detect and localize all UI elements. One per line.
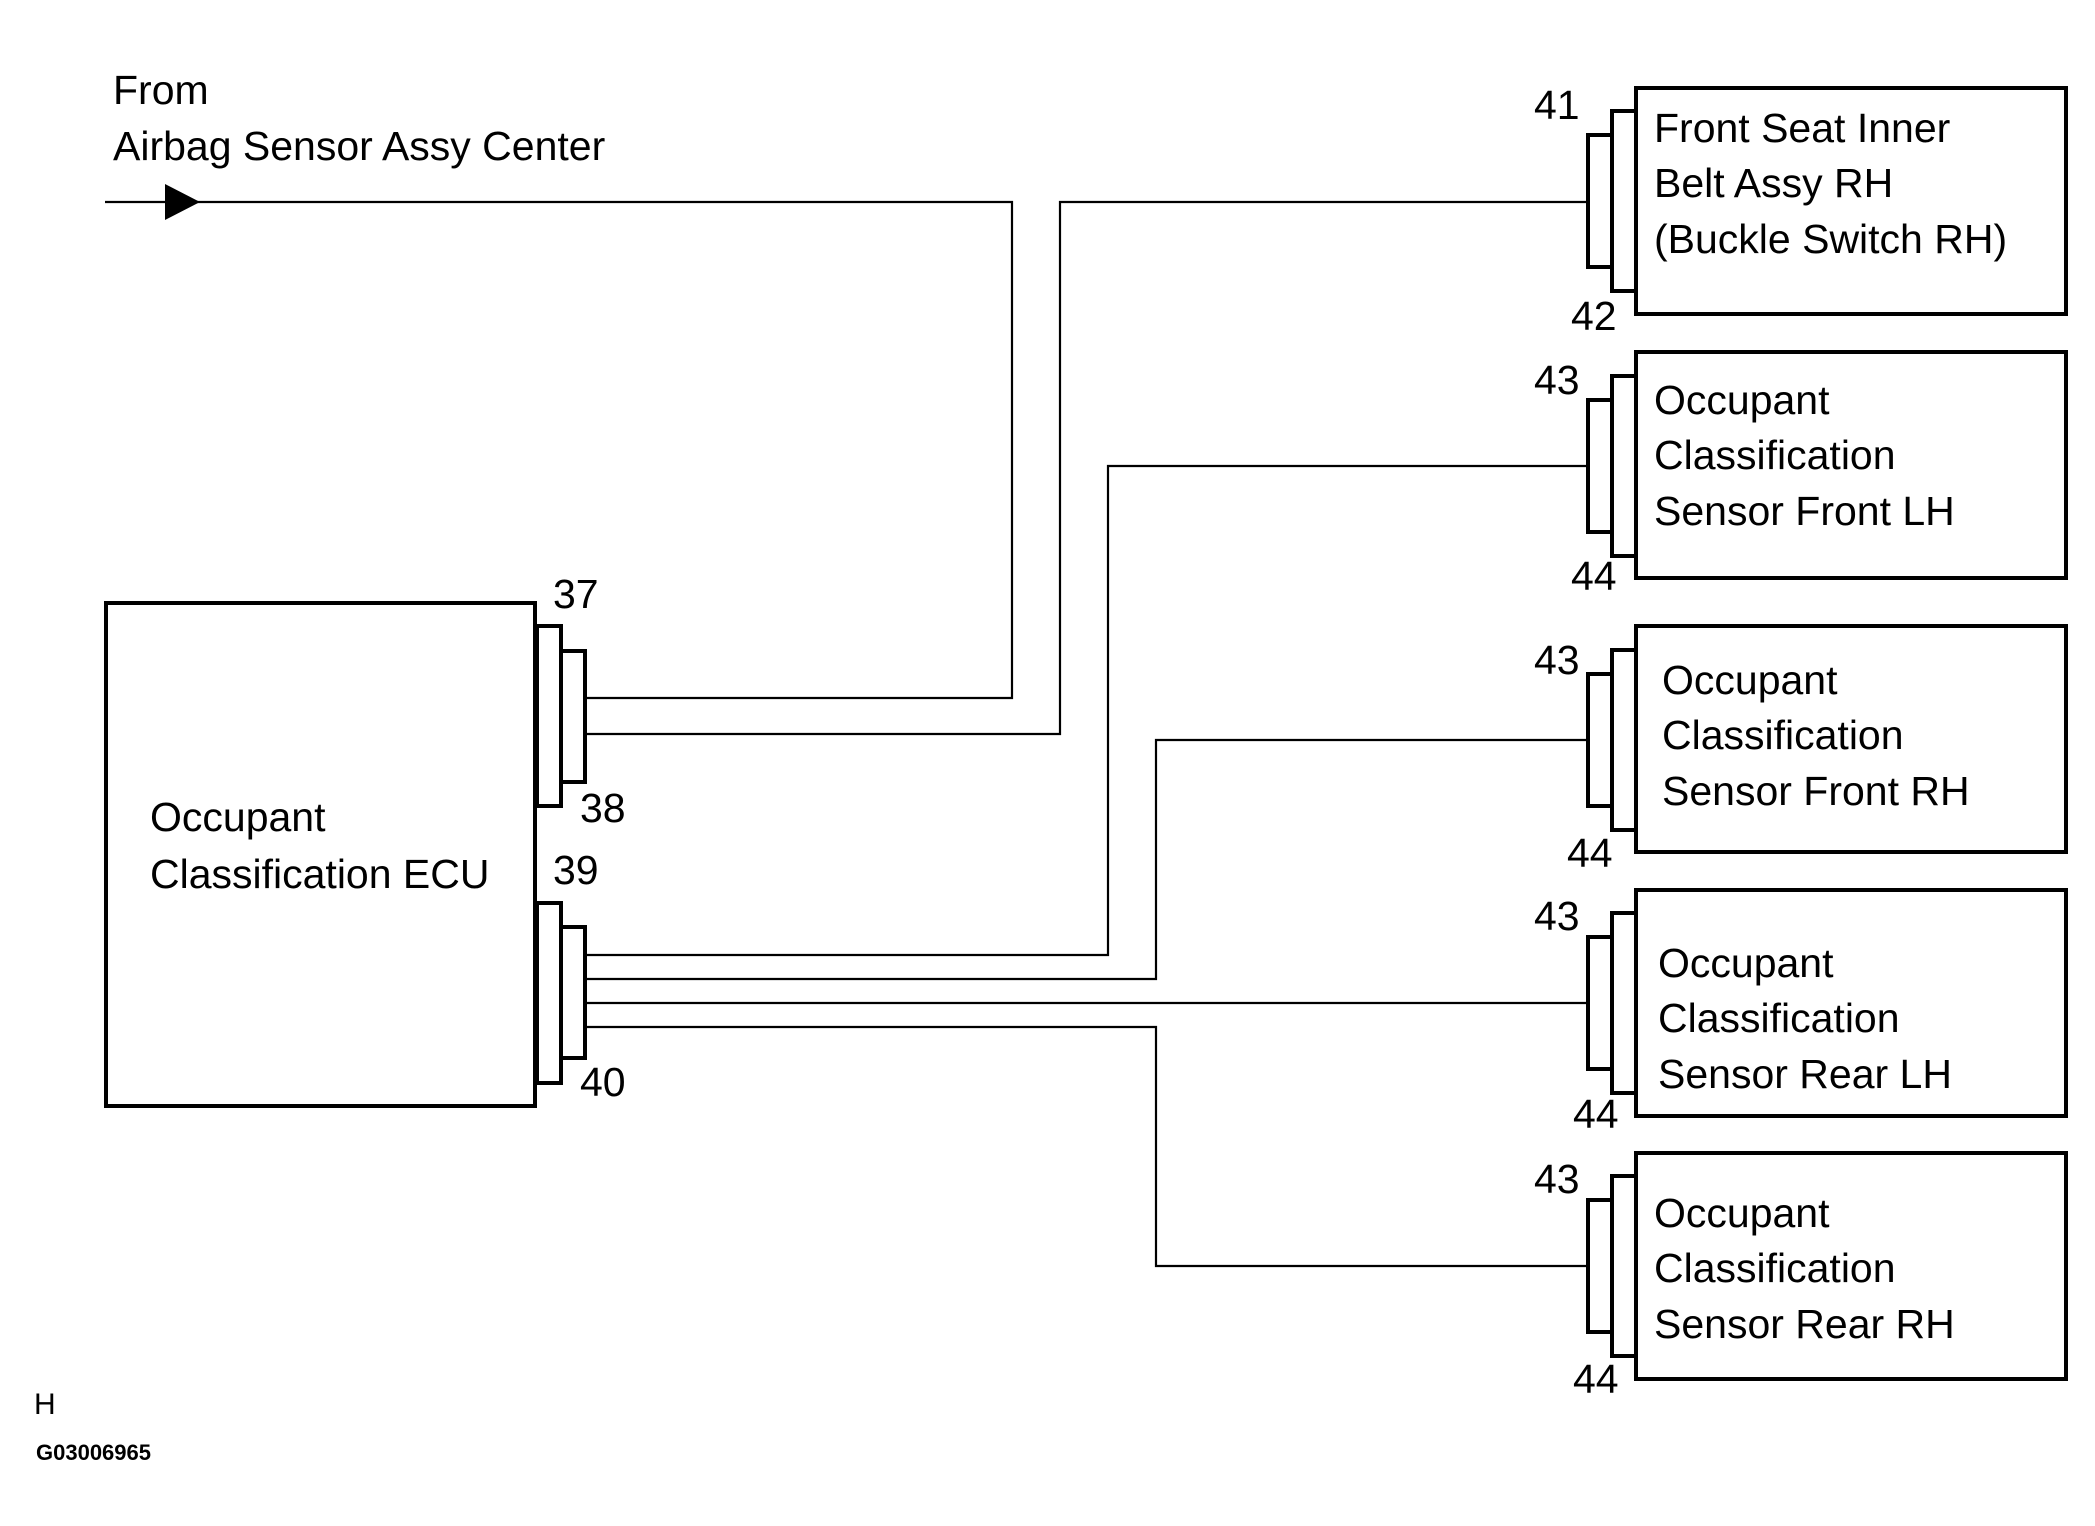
component-label-line1: Occupant — [1654, 377, 1830, 423]
component-box — [1634, 350, 2068, 580]
ecu-box — [104, 601, 537, 1108]
pin-38: 38 — [580, 785, 626, 831]
footer-letter: H — [34, 1388, 56, 1421]
wire-front-rh-to-ecu — [584, 738, 1588, 981]
pin-39: 39 — [553, 847, 599, 893]
ecu-connector-lower — [535, 901, 587, 1085]
component-sensor-rear-lh: Occupant Classification Sensor Rear LH 4… — [1534, 888, 2068, 1137]
wire-front-lh-to-ecu — [584, 464, 1588, 957]
component-label-line2: Classification — [1654, 432, 1896, 478]
connector-plug — [1610, 648, 1638, 832]
connector-plug — [1610, 911, 1638, 1095]
pin-44: 44 — [1573, 1091, 1619, 1137]
component-label-line3: Sensor Front LH — [1654, 488, 1955, 534]
component-box — [1634, 624, 2068, 854]
component-label-line3: Sensor Rear LH — [1658, 1051, 1952, 1097]
pin-42: 42 — [1571, 293, 1617, 339]
component-sensor-rear-rh: Occupant Classification Sensor Rear RH 4… — [1534, 1151, 2068, 1402]
component-label-line1: Occupant — [1654, 1190, 1830, 1236]
wire-rear-rh-to-ecu — [584, 1025, 1588, 1268]
connector-plug — [559, 925, 587, 1060]
component-label-line1: Occupant — [1658, 940, 1834, 986]
connector-housing — [535, 901, 563, 1085]
arrow-right-icon — [165, 184, 200, 220]
pin-44: 44 — [1567, 830, 1613, 876]
ecu-connector-upper — [535, 624, 587, 808]
connector-housing — [535, 624, 563, 808]
ecu-label-line1: Occupant — [150, 794, 326, 840]
connector-plug — [1610, 1174, 1638, 1358]
component-label-line1: Front Seat Inner — [1654, 105, 1950, 151]
source-label-line2: Airbag Sensor Assy Center — [113, 123, 605, 169]
component-box — [1634, 1151, 2068, 1381]
component-label-line1: Occupant — [1662, 657, 1838, 703]
connector-housing — [1586, 398, 1614, 534]
pin-44: 44 — [1571, 553, 1617, 599]
component-label-line2: Belt Assy RH — [1654, 160, 1893, 206]
pin-43: 43 — [1534, 357, 1580, 403]
component-label-line2: Classification — [1654, 1245, 1896, 1291]
connector-plug — [1610, 374, 1638, 558]
component-label-line3: Sensor Rear RH — [1654, 1301, 1955, 1347]
pin-40: 40 — [580, 1059, 626, 1105]
connector-housing — [1586, 672, 1614, 808]
component-label-line3: Sensor Front RH — [1662, 768, 1970, 814]
pin-43: 43 — [1534, 893, 1580, 939]
connector-plug — [559, 649, 587, 784]
ecu-label-line2: Classification ECU — [150, 851, 490, 897]
component-buckle-switch-rh: Front Seat Inner Belt Assy RH (Buckle Sw… — [1534, 82, 2068, 339]
pin-43: 43 — [1534, 1156, 1580, 1202]
connector-plug — [1610, 109, 1638, 293]
connector-housing — [1586, 133, 1614, 269]
wire-buckle-switch-to-pin38 — [584, 200, 1588, 736]
component-box — [1634, 86, 2068, 316]
pin-37: 37 — [553, 571, 599, 617]
component-label-line2: Classification — [1662, 712, 1904, 758]
component-box — [1634, 888, 2068, 1118]
pin-44: 44 — [1573, 1356, 1619, 1402]
component-sensor-front-rh: Occupant Classification Sensor Front RH … — [1534, 624, 2068, 876]
component-label-line2: Classification — [1658, 995, 1900, 1041]
wire-source-to-pin37 — [196, 200, 1014, 700]
component-sensor-front-lh: Occupant Classification Sensor Front LH … — [1534, 350, 2068, 599]
connector-housing — [1586, 1198, 1614, 1334]
pin-43: 43 — [1534, 637, 1580, 683]
component-label-line3: (Buckle Switch RH) — [1654, 216, 2007, 262]
pin-41: 41 — [1534, 82, 1580, 128]
connector-housing — [1586, 935, 1614, 1071]
source-label-line1: From — [113, 67, 209, 113]
figure-code: G03006965 — [36, 1440, 151, 1465]
